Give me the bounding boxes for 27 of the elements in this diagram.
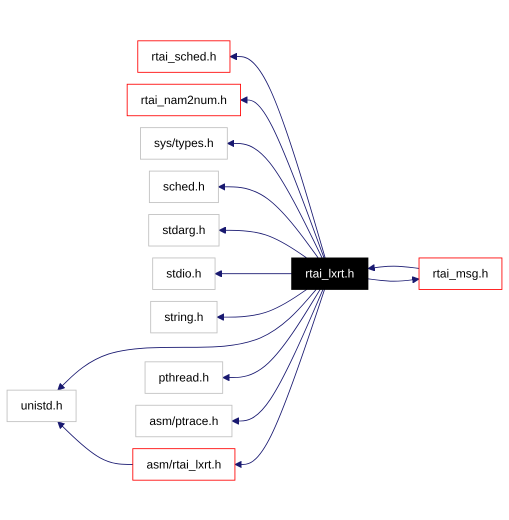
node-box: rtai_lxrt.h [291, 257, 368, 290]
arrow [57, 288, 317, 390]
node-box: sched.h [148, 170, 219, 203]
node-box: unistd.h [6, 389, 76, 422]
arrow [230, 52, 326, 258]
node-box: stdarg.h [148, 214, 220, 246]
arrow [214, 269, 292, 277]
arrow [218, 182, 319, 258]
arrow [216, 288, 308, 320]
arrow [234, 288, 325, 468]
node-box: asm/ptrace.h [135, 404, 232, 437]
node-box: asm/rtai_lxrt.h [132, 448, 236, 480]
arrow [232, 288, 324, 424]
arrow [57, 420, 134, 464]
node-box: rtai_msg.h [418, 257, 502, 290]
arrow [368, 263, 420, 271]
arrow [240, 96, 324, 258]
arrow [368, 276, 420, 284]
node-box: rtai_nam2num.h [126, 83, 241, 116]
node-box: stdio.h [152, 257, 216, 290]
arrow [226, 139, 323, 258]
arrow [218, 226, 308, 258]
node-box: sys/types.h [140, 126, 228, 160]
node-box: rtai_sched.h [137, 40, 230, 72]
node-box: pthread.h [144, 360, 224, 394]
node-box: string.h [150, 300, 218, 333]
arrow [222, 288, 321, 381]
